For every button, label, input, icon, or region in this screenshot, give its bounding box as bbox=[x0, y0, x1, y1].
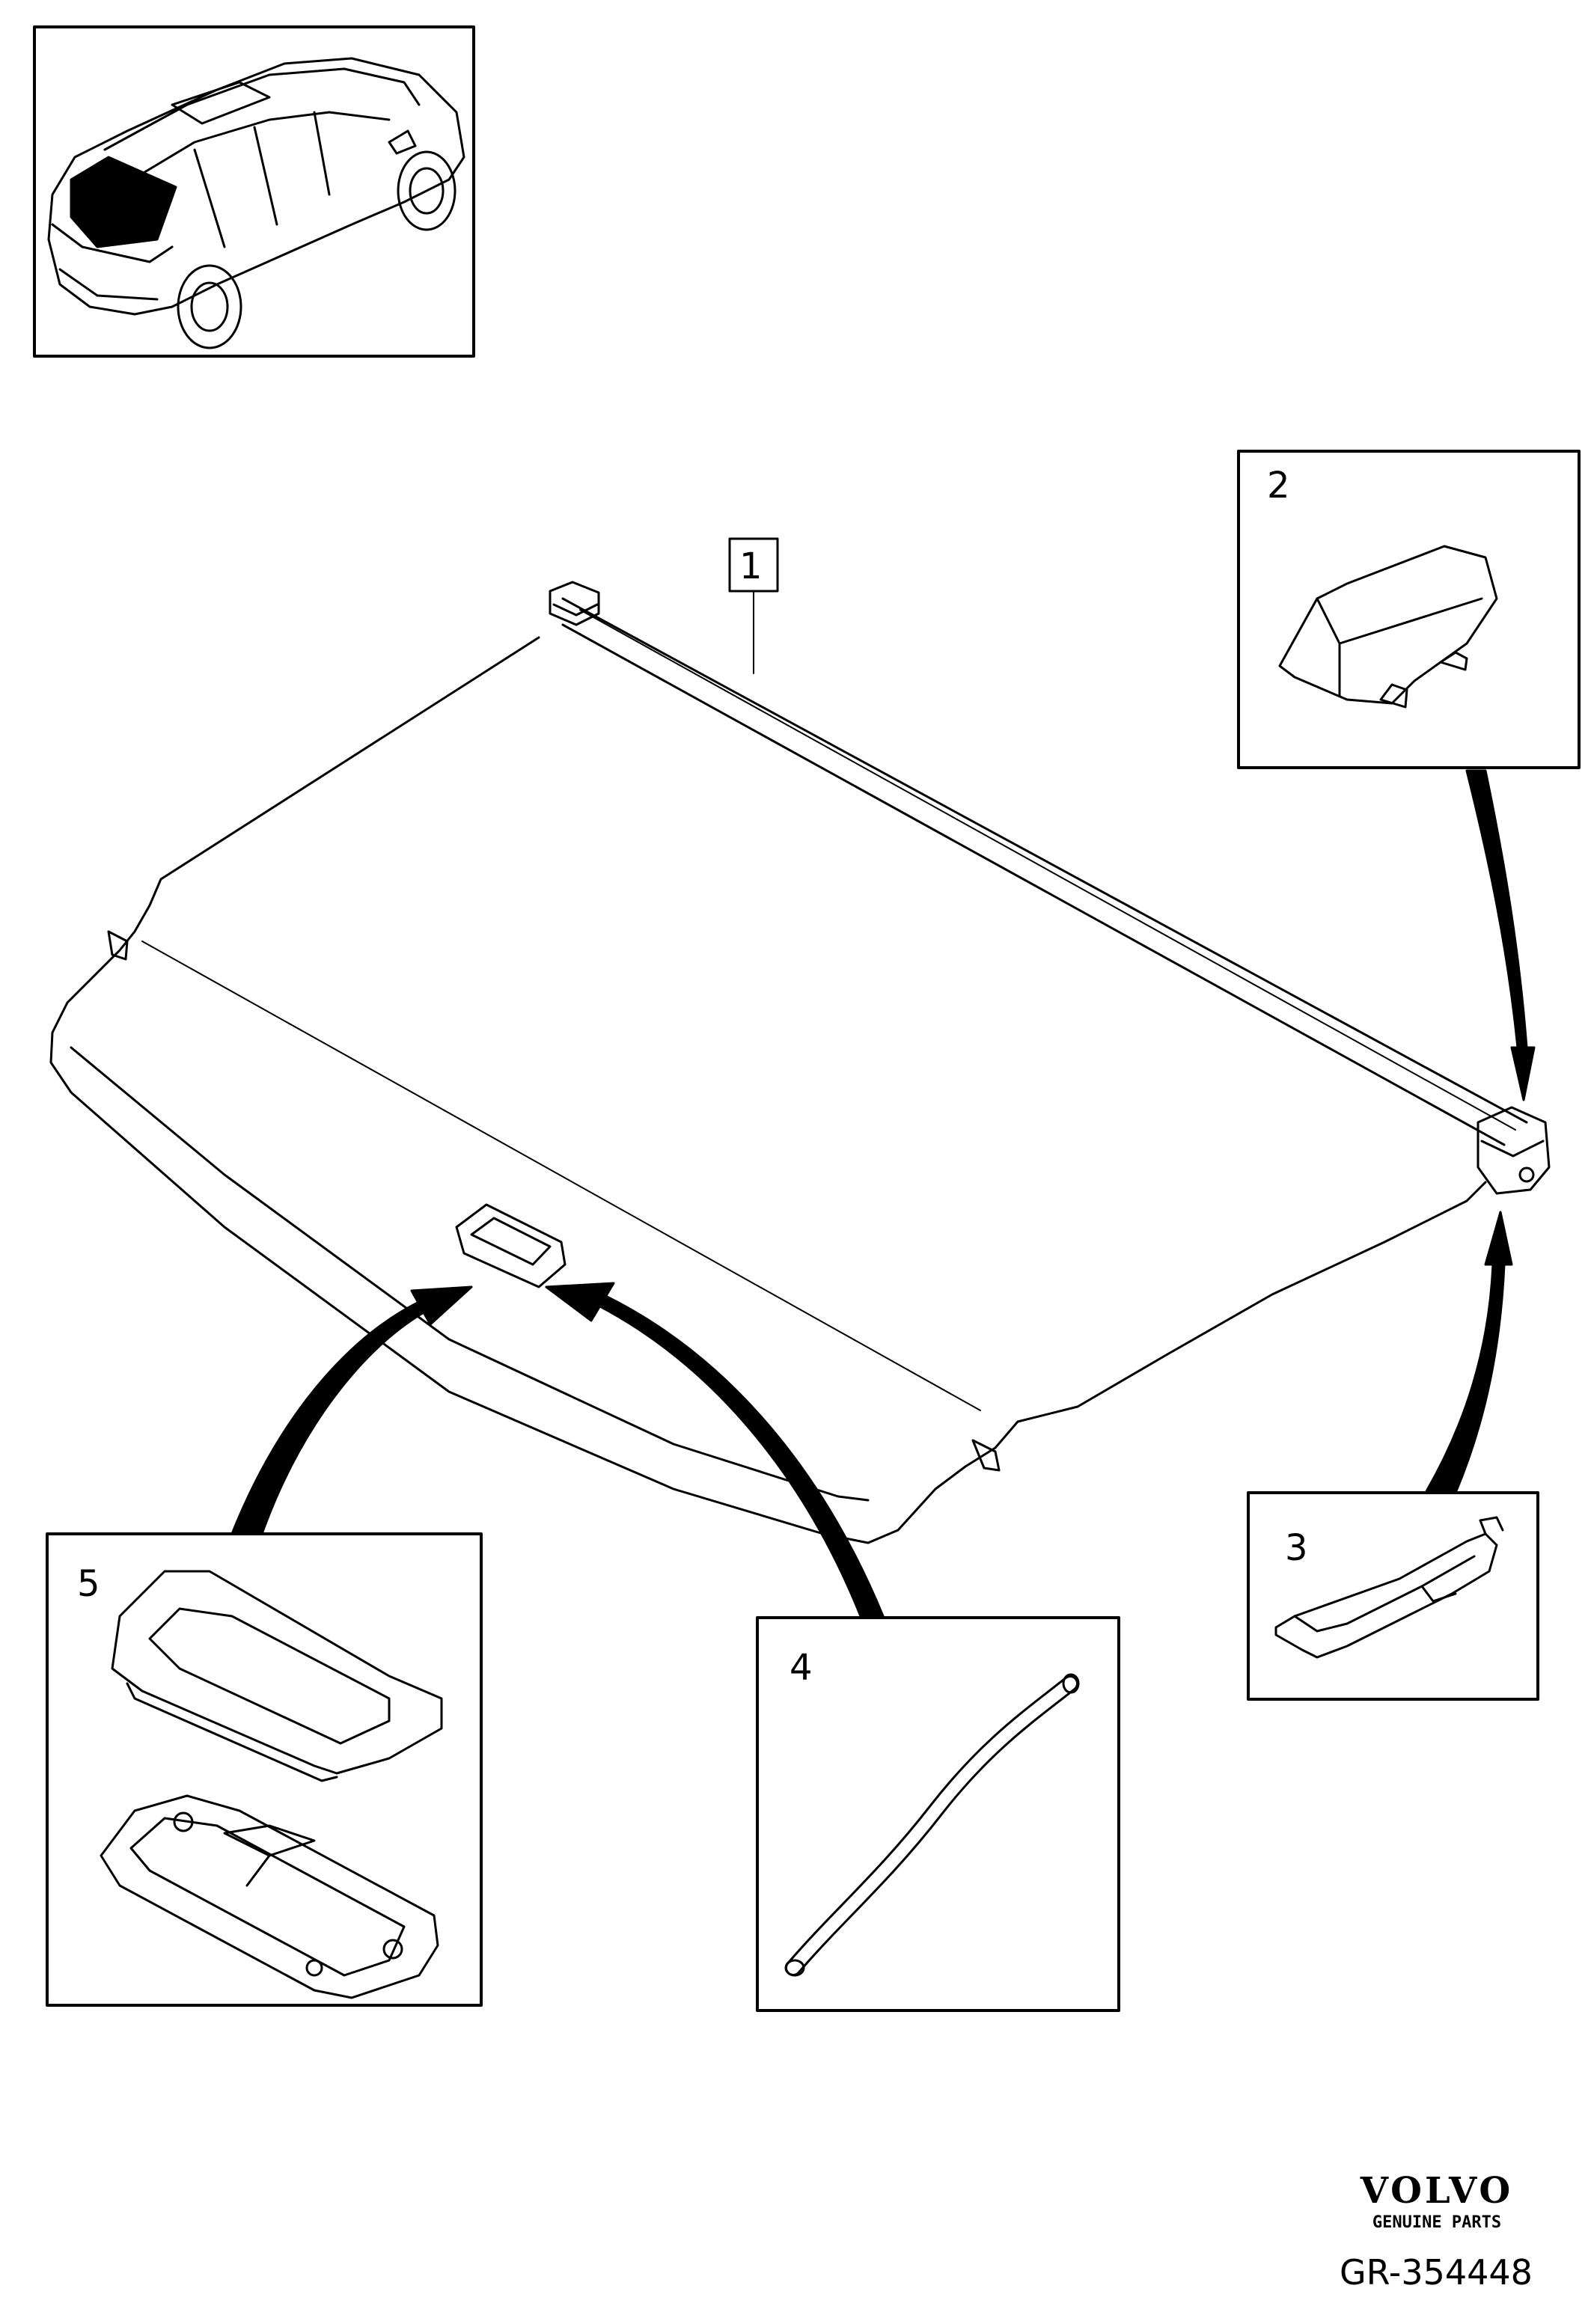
part-4-box bbox=[756, 1616, 1120, 2012]
arrow-4 bbox=[597, 1293, 885, 1618]
arrow-3 bbox=[1424, 1263, 1506, 1494]
callout-2: 2 bbox=[1267, 465, 1290, 507]
brand-tagline: GENUINE PARTS bbox=[1372, 2213, 1502, 2232]
part-2-box bbox=[1237, 450, 1581, 769]
arrow-5 bbox=[230, 1300, 428, 1535]
arrow-2 bbox=[1465, 769, 1528, 1049]
arrows bbox=[230, 769, 1536, 1618]
callout-4: 4 bbox=[790, 1647, 813, 1689]
part-5-box bbox=[46, 1532, 483, 2007]
vehicle-overview bbox=[33, 25, 475, 358]
figure-code: GR-354448 bbox=[1340, 2252, 1533, 2293]
brand-name: VOLVO bbox=[1360, 2170, 1514, 2212]
callout-5: 5 bbox=[77, 1563, 100, 1605]
callout-1: 1 bbox=[739, 545, 763, 587]
part-3-box bbox=[1247, 1491, 1539, 1701]
callout-3: 3 bbox=[1285, 1527, 1308, 1569]
brand-logo: VOLVO GENUINE PARTS bbox=[1347, 2170, 1527, 2234]
